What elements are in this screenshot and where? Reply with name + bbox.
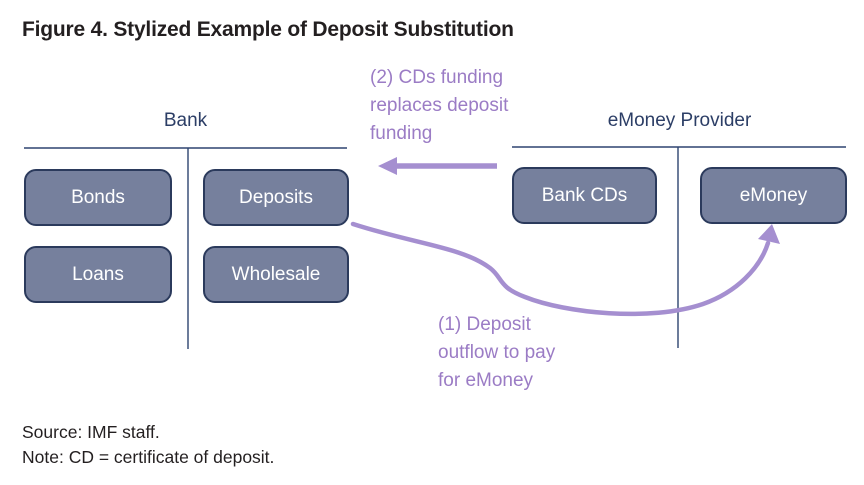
source-note: Source: IMF staff.	[22, 422, 160, 442]
bank-asset-box-loans: Loans	[24, 246, 172, 303]
emoney-asset-box-bank-cds: Bank CDs	[512, 167, 657, 224]
figure-title: Figure 4. Stylized Example of Deposit Su…	[22, 18, 514, 41]
definition-note: Note: CD = certificate of deposit.	[22, 447, 275, 467]
bank-account-label: Bank	[163, 110, 208, 131]
annotation-step1-line3: for eMoney	[438, 370, 534, 391]
cds-funding-arrowhead-left-icon	[378, 157, 397, 175]
annotation-step2-line3: funding	[370, 123, 433, 144]
emoney-liability-box-emoney: eMoney	[700, 167, 847, 224]
bank-liability-box-deposits: Deposits	[203, 169, 349, 226]
annotation-step1-deposit-outflow: (1) Deposit outflow to pay for eMoney	[438, 311, 555, 395]
annotation-step2-cds-funding: (2) CDs funding replaces deposit funding	[370, 64, 508, 148]
bank-liability-box-wholesale: Wholesale	[203, 246, 349, 303]
deposit-outflow-arrowhead-up-icon	[758, 224, 780, 244]
annotation-step2-line2: replaces deposit	[370, 95, 509, 116]
annotation-step1-line2: outflow to pay	[438, 342, 556, 363]
annotation-step1-line1: (1) Deposit	[438, 314, 531, 335]
annotation-step2-line1: (2) CDs funding	[370, 67, 504, 88]
bank-asset-box-bonds: Bonds	[24, 169, 172, 226]
deposit-outflow-arrow-curve	[350, 221, 771, 317]
emoney-provider-account-label: eMoney Provider	[607, 110, 752, 131]
